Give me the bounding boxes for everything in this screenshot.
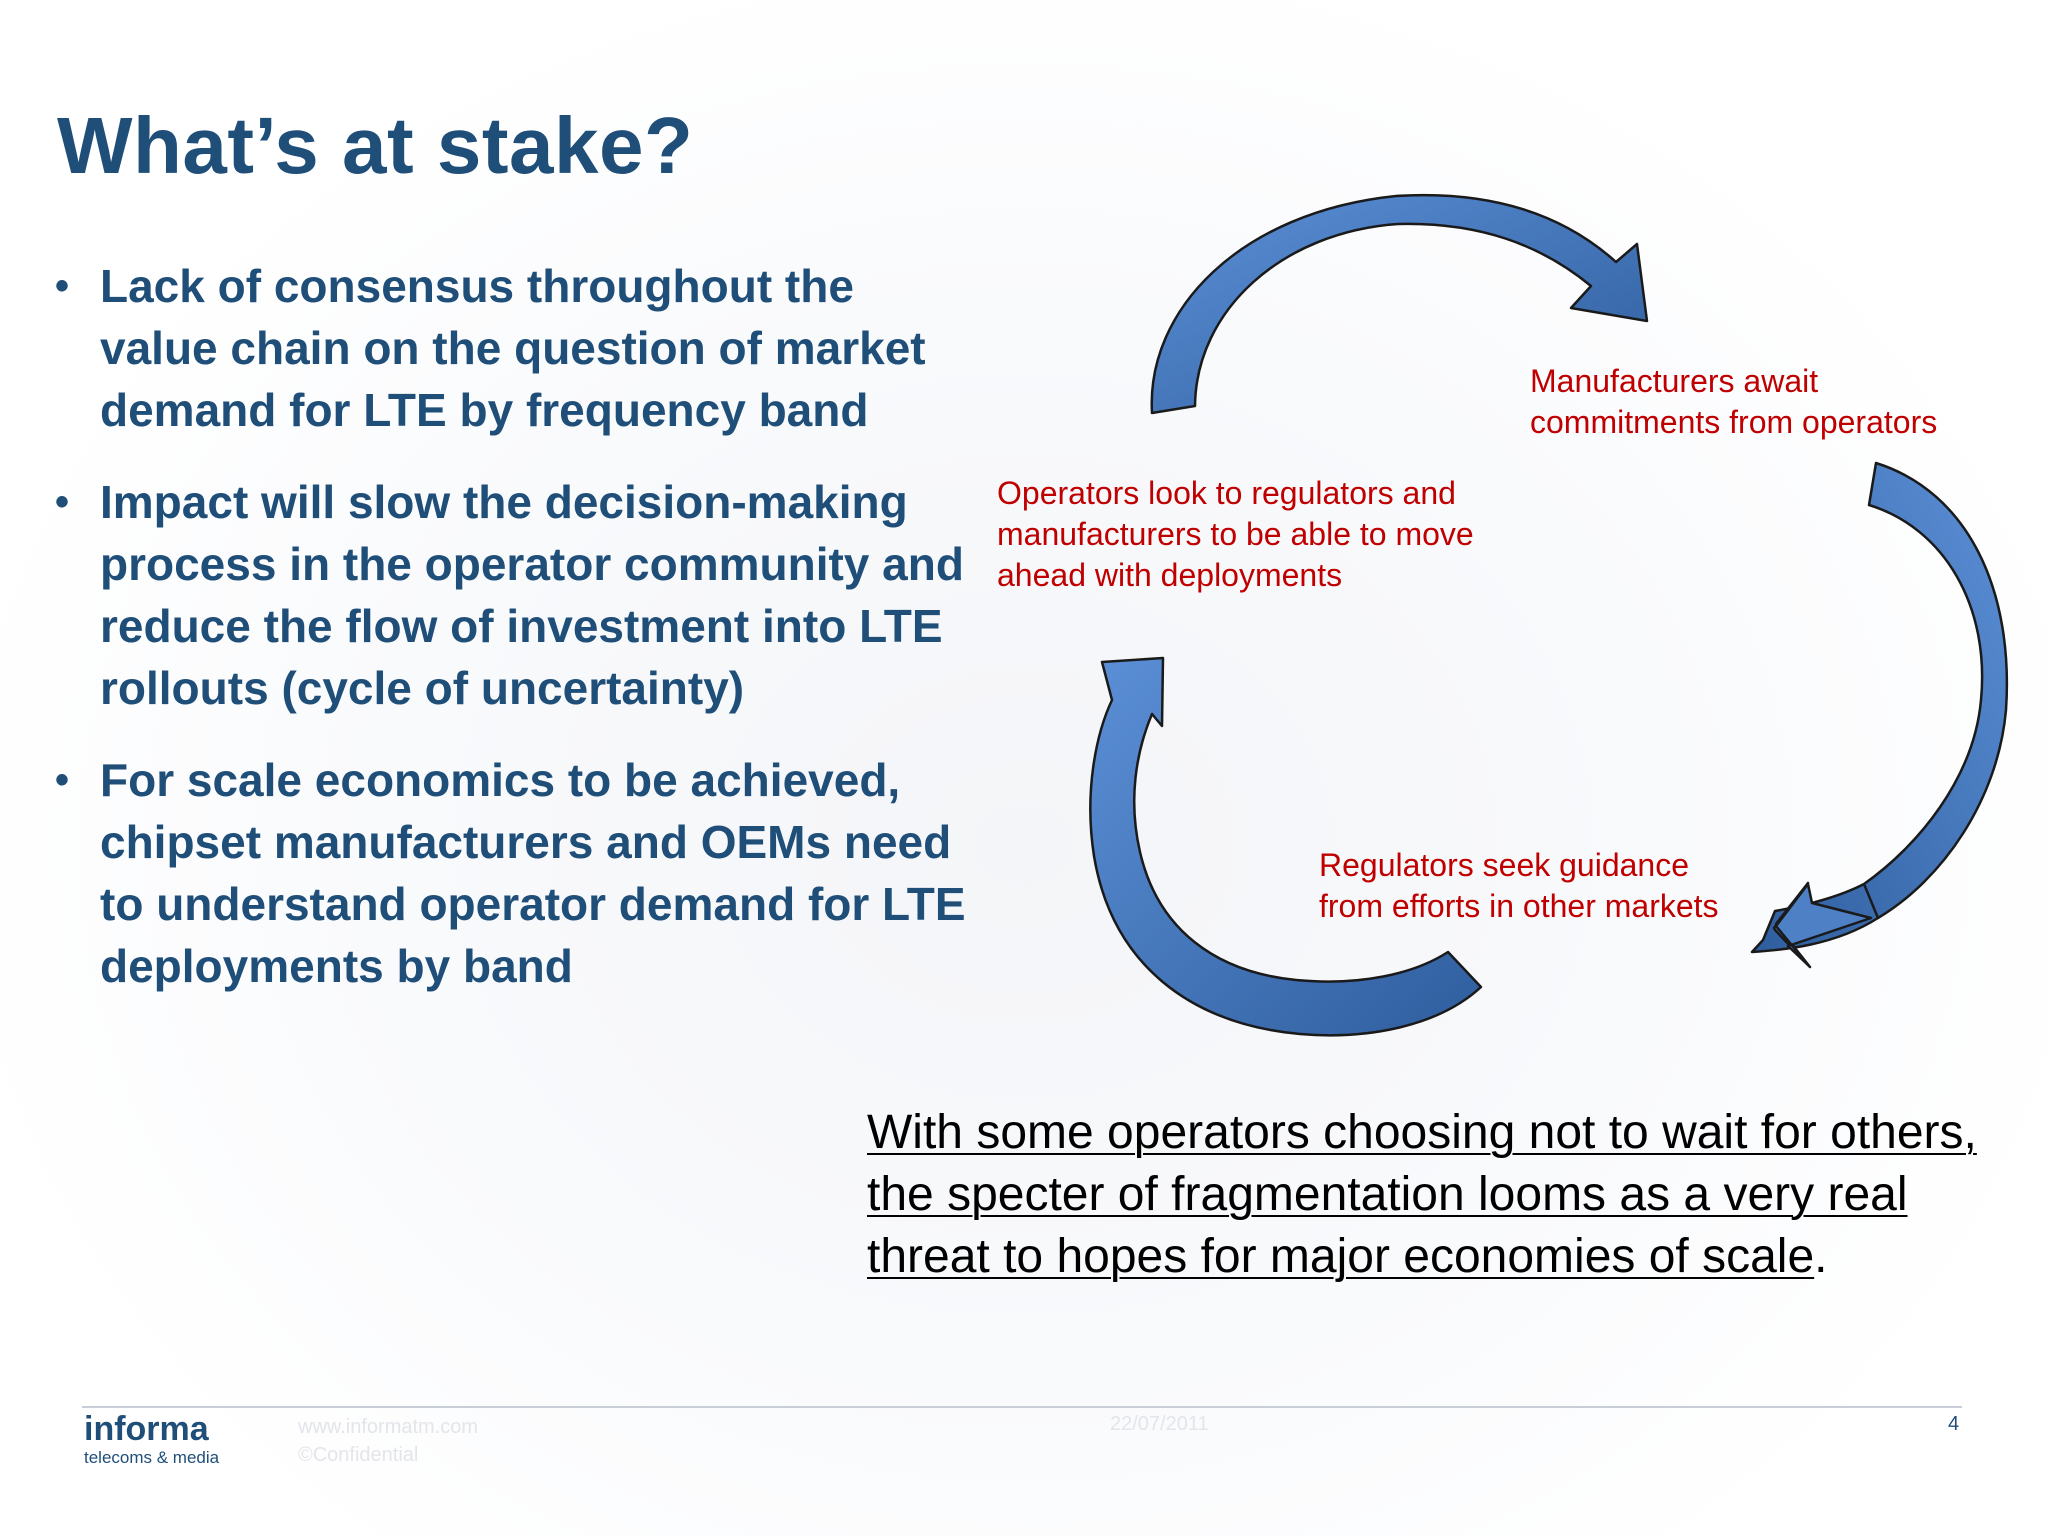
- operators-label-line: Operators look to regulators and: [997, 475, 1456, 511]
- footer-confidential: ©Confidential: [298, 1444, 419, 1466]
- footer-website: www.informatm.com: [298, 1416, 479, 1438]
- bullet-dot-icon: •: [55, 264, 70, 308]
- operators-label-line: ahead with deployments: [997, 557, 1343, 593]
- logo-wordmark: informa: [84, 1410, 209, 1448]
- right-arrow-head-icon: [1774, 882, 1873, 968]
- logo-tagline: telecoms & media: [84, 1448, 220, 1467]
- bullet-text: Lack of consensus throughout the value c…: [100, 260, 926, 436]
- bullet-text: Impact will slow the decision-making pro…: [100, 476, 964, 714]
- callout-period: .: [1814, 1230, 1828, 1283]
- callout-underlined-text: With some operators choosing not to wait…: [867, 1106, 1977, 1283]
- operators-label-line: manufacturers to be able to move: [997, 516, 1474, 552]
- manufacturers-label-line: commitments from operators: [1530, 404, 1938, 440]
- bullet-list: • Lack of consensus throughout the value…: [55, 255, 975, 1027]
- manufacturers-label: Manufacturers await commitments from ope…: [1530, 361, 1937, 443]
- manufacturers-label-line: Manufacturers await: [1530, 363, 1819, 399]
- bottom-left-cycle-arrow-icon: [1089, 656, 1483, 1037]
- bullet-item: • Lack of consensus throughout the value…: [55, 255, 975, 441]
- operators-label: Operators look to regulators and manufac…: [997, 473, 1474, 596]
- bullet-text: For scale economics to be achieved, chip…: [100, 754, 966, 992]
- bullet-item: • Impact will slow the decision-making p…: [55, 471, 975, 719]
- footer-info: www.informatm.com ©Confidential: [298, 1413, 478, 1469]
- bullet-dot-icon: •: [55, 758, 70, 802]
- fragmentation-callout: With some operators choosing not to wait…: [867, 1102, 1997, 1288]
- right-cycle-arrow-icon: [1750, 461, 2009, 954]
- regulators-label: Regulators seek guidance from efforts in…: [1319, 845, 1719, 927]
- bullet-dot-icon: •: [55, 480, 70, 524]
- regulators-label-line: Regulators seek guidance: [1319, 847, 1690, 883]
- regulators-label-line: from efforts in other markets: [1319, 888, 1719, 924]
- footer-date: 22/07/2011: [1110, 1413, 1209, 1435]
- bullet-item: • For scale economics to be achieved, ch…: [55, 749, 975, 997]
- slide-title: What’s at stake?: [57, 101, 694, 190]
- top-cycle-arrow-icon: [1150, 193, 1649, 415]
- informa-logo: informa telecoms & media: [84, 1410, 219, 1468]
- page-number: 4: [1948, 1413, 1960, 1435]
- footer-divider: [82, 1406, 1962, 1408]
